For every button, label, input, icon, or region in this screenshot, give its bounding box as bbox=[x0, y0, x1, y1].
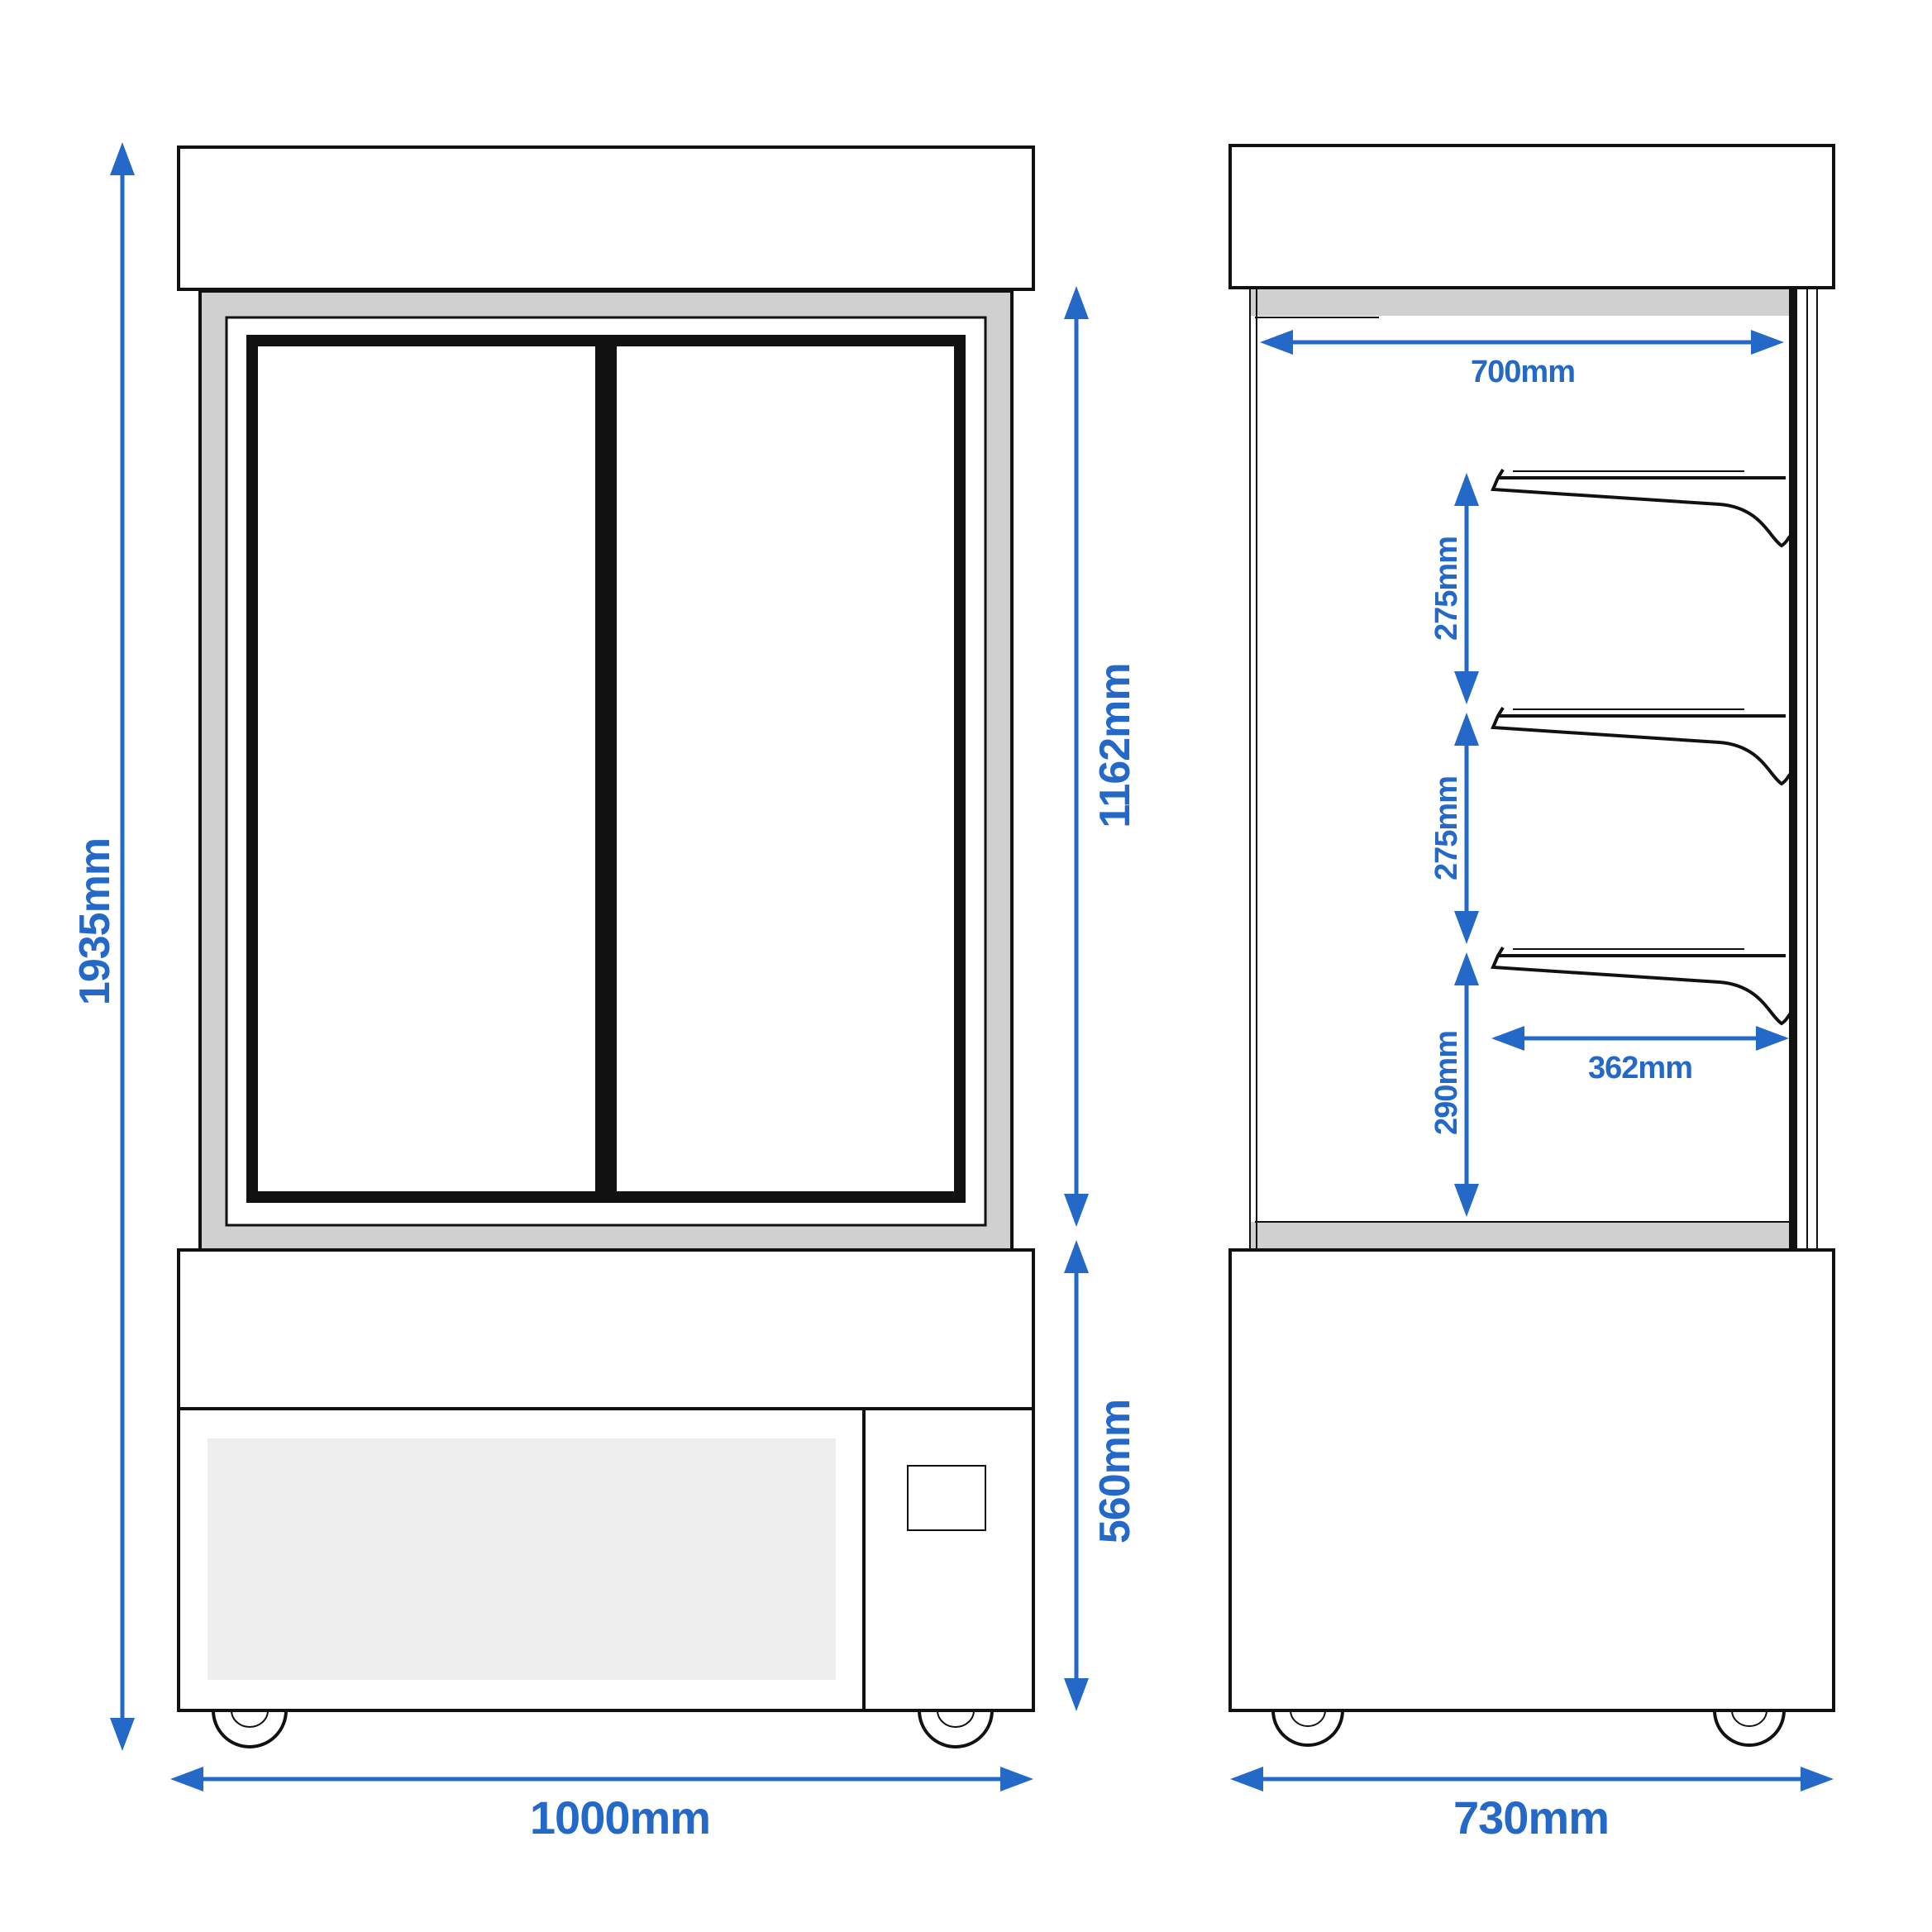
shelf-spacing-2-label: 275mm bbox=[1429, 776, 1464, 880]
dimension-base-height: 560mm bbox=[1064, 1240, 1139, 1711]
dimension-front-width: 1000mm bbox=[170, 1767, 1033, 1844]
side-wheel-left bbox=[1271, 1710, 1344, 1747]
side-wheels bbox=[1271, 1710, 1786, 1747]
left-door bbox=[246, 335, 612, 1203]
shelf-top bbox=[1491, 468, 1792, 548]
shelf-spacing-bottom-label: 290mm bbox=[1429, 1031, 1464, 1135]
dimension-total-height: 1935mm bbox=[71, 142, 135, 1751]
controller-display bbox=[907, 1465, 986, 1531]
dimension-interior-depth: 700mm bbox=[1260, 330, 1784, 389]
sliding-doors bbox=[246, 335, 966, 1203]
dimension-shelf-spacing-1: 275mm bbox=[1429, 473, 1479, 704]
total-height-label: 1935mm bbox=[71, 838, 119, 1005]
dimension-display-height: 1162mm bbox=[1064, 286, 1139, 1227]
side-depth-label: 730mm bbox=[1453, 1791, 1609, 1844]
shelves bbox=[1491, 468, 1792, 1026]
dimension-shelf-depth: 362mm bbox=[1491, 1026, 1789, 1085]
ventilation-panel bbox=[208, 1438, 836, 1680]
side-display-area bbox=[1249, 289, 1818, 1248]
front-canopy bbox=[177, 145, 1035, 291]
door-divider bbox=[595, 341, 617, 1197]
dimension-side-depth: 730mm bbox=[1230, 1767, 1834, 1844]
shelf-depth-label: 362mm bbox=[1588, 1051, 1692, 1085]
front-wheel-right bbox=[918, 1710, 994, 1748]
front-view bbox=[177, 145, 1035, 1748]
shelf-middle bbox=[1491, 706, 1792, 786]
side-wheel-right bbox=[1713, 1710, 1786, 1747]
front-wheel-left bbox=[212, 1710, 288, 1748]
right-door bbox=[600, 335, 966, 1203]
base-upper-panel bbox=[177, 1248, 1035, 1410]
side-canopy bbox=[1228, 144, 1835, 289]
base-height-label: 560mm bbox=[1091, 1400, 1139, 1543]
dimension-shelf-spacing-bottom: 290mm bbox=[1429, 952, 1479, 1217]
dimension-shelf-spacing-2: 275mm bbox=[1429, 713, 1479, 944]
side-view bbox=[1228, 144, 1835, 1747]
side-base bbox=[1228, 1248, 1835, 1712]
front-wheels bbox=[212, 1710, 994, 1748]
front-width-label: 1000mm bbox=[530, 1791, 710, 1844]
base-lower-panel bbox=[177, 1407, 1035, 1712]
interior-depth-label: 700mm bbox=[1471, 355, 1575, 389]
shelf-spacing-1-label: 275mm bbox=[1429, 537, 1464, 641]
display-height-label: 1162mm bbox=[1091, 663, 1139, 828]
shelf-bottom bbox=[1491, 946, 1792, 1026]
rear-wall bbox=[1789, 289, 1797, 1248]
front-base bbox=[177, 1248, 1035, 1712]
